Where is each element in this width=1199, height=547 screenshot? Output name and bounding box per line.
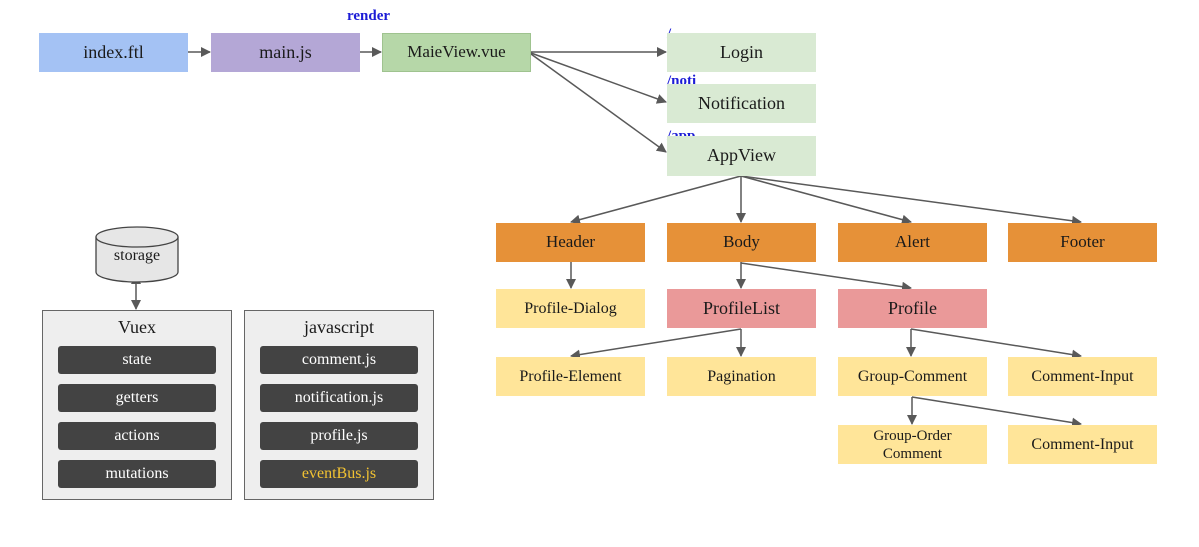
pagination-node: Pagination xyxy=(667,357,816,396)
profile-element-node: Profile-Element xyxy=(496,357,645,396)
edge-group-comment-comment-input xyxy=(911,396,1082,428)
vuex-actions-item: actions xyxy=(58,422,216,450)
edge-profilelist-profile-element xyxy=(570,328,742,360)
vuex-panel: Vuex state getters actions mutations xyxy=(42,310,232,500)
edge-appview-footer xyxy=(740,175,1082,226)
profile-node: Profile xyxy=(838,289,987,328)
group-comment-node: Group-Comment xyxy=(838,357,987,396)
vuex-state-item: state xyxy=(58,346,216,374)
javascript-panel: javascript comment.js notification.js pr… xyxy=(244,310,434,500)
login-node: Login xyxy=(667,33,816,72)
js-notification-item: notification.js xyxy=(260,384,418,412)
js-profile-item: profile.js xyxy=(260,422,418,450)
notification-node: Notification xyxy=(667,84,816,123)
index-ftl-node: index.ftl xyxy=(39,33,188,72)
vuex-getters-item: getters xyxy=(58,384,216,412)
edge-maieview-notification xyxy=(530,52,667,104)
js-eventbus-item: eventBus.js xyxy=(260,460,418,488)
edge-appview-alert xyxy=(740,175,912,225)
edge-profile-comment-input xyxy=(910,328,1082,360)
js-comment-item: comment.js xyxy=(260,346,418,374)
alert-node: Alert xyxy=(838,223,987,262)
appview-node: AppView xyxy=(667,136,816,176)
edge-maieview-appview xyxy=(530,53,667,153)
maieview-node: MaieView.vue xyxy=(382,33,531,72)
vuex-title: Vuex xyxy=(118,317,156,337)
storage-label: storage xyxy=(113,247,161,264)
render-label: render xyxy=(347,8,391,24)
edge-body-profile xyxy=(740,262,912,292)
header-node: Header xyxy=(496,223,645,262)
comment-input-node-2: Comment-Input xyxy=(1008,425,1157,464)
profile-dialog-node: Profile-Dialog xyxy=(496,289,645,328)
group-order-comment-node: Group-Order Comment xyxy=(838,425,987,464)
storage-cylinder-icon xyxy=(95,226,179,283)
edge-appview-header xyxy=(570,175,742,225)
comment-input-node: Comment-Input xyxy=(1008,357,1157,396)
main-js-node: main.js xyxy=(211,33,360,72)
vuex-mutations-item: mutations xyxy=(58,460,216,488)
body-node: Body xyxy=(667,223,816,262)
javascript-title: javascript xyxy=(304,317,374,337)
footer-node: Footer xyxy=(1008,223,1157,262)
profilelist-node: ProfileList xyxy=(667,289,816,328)
